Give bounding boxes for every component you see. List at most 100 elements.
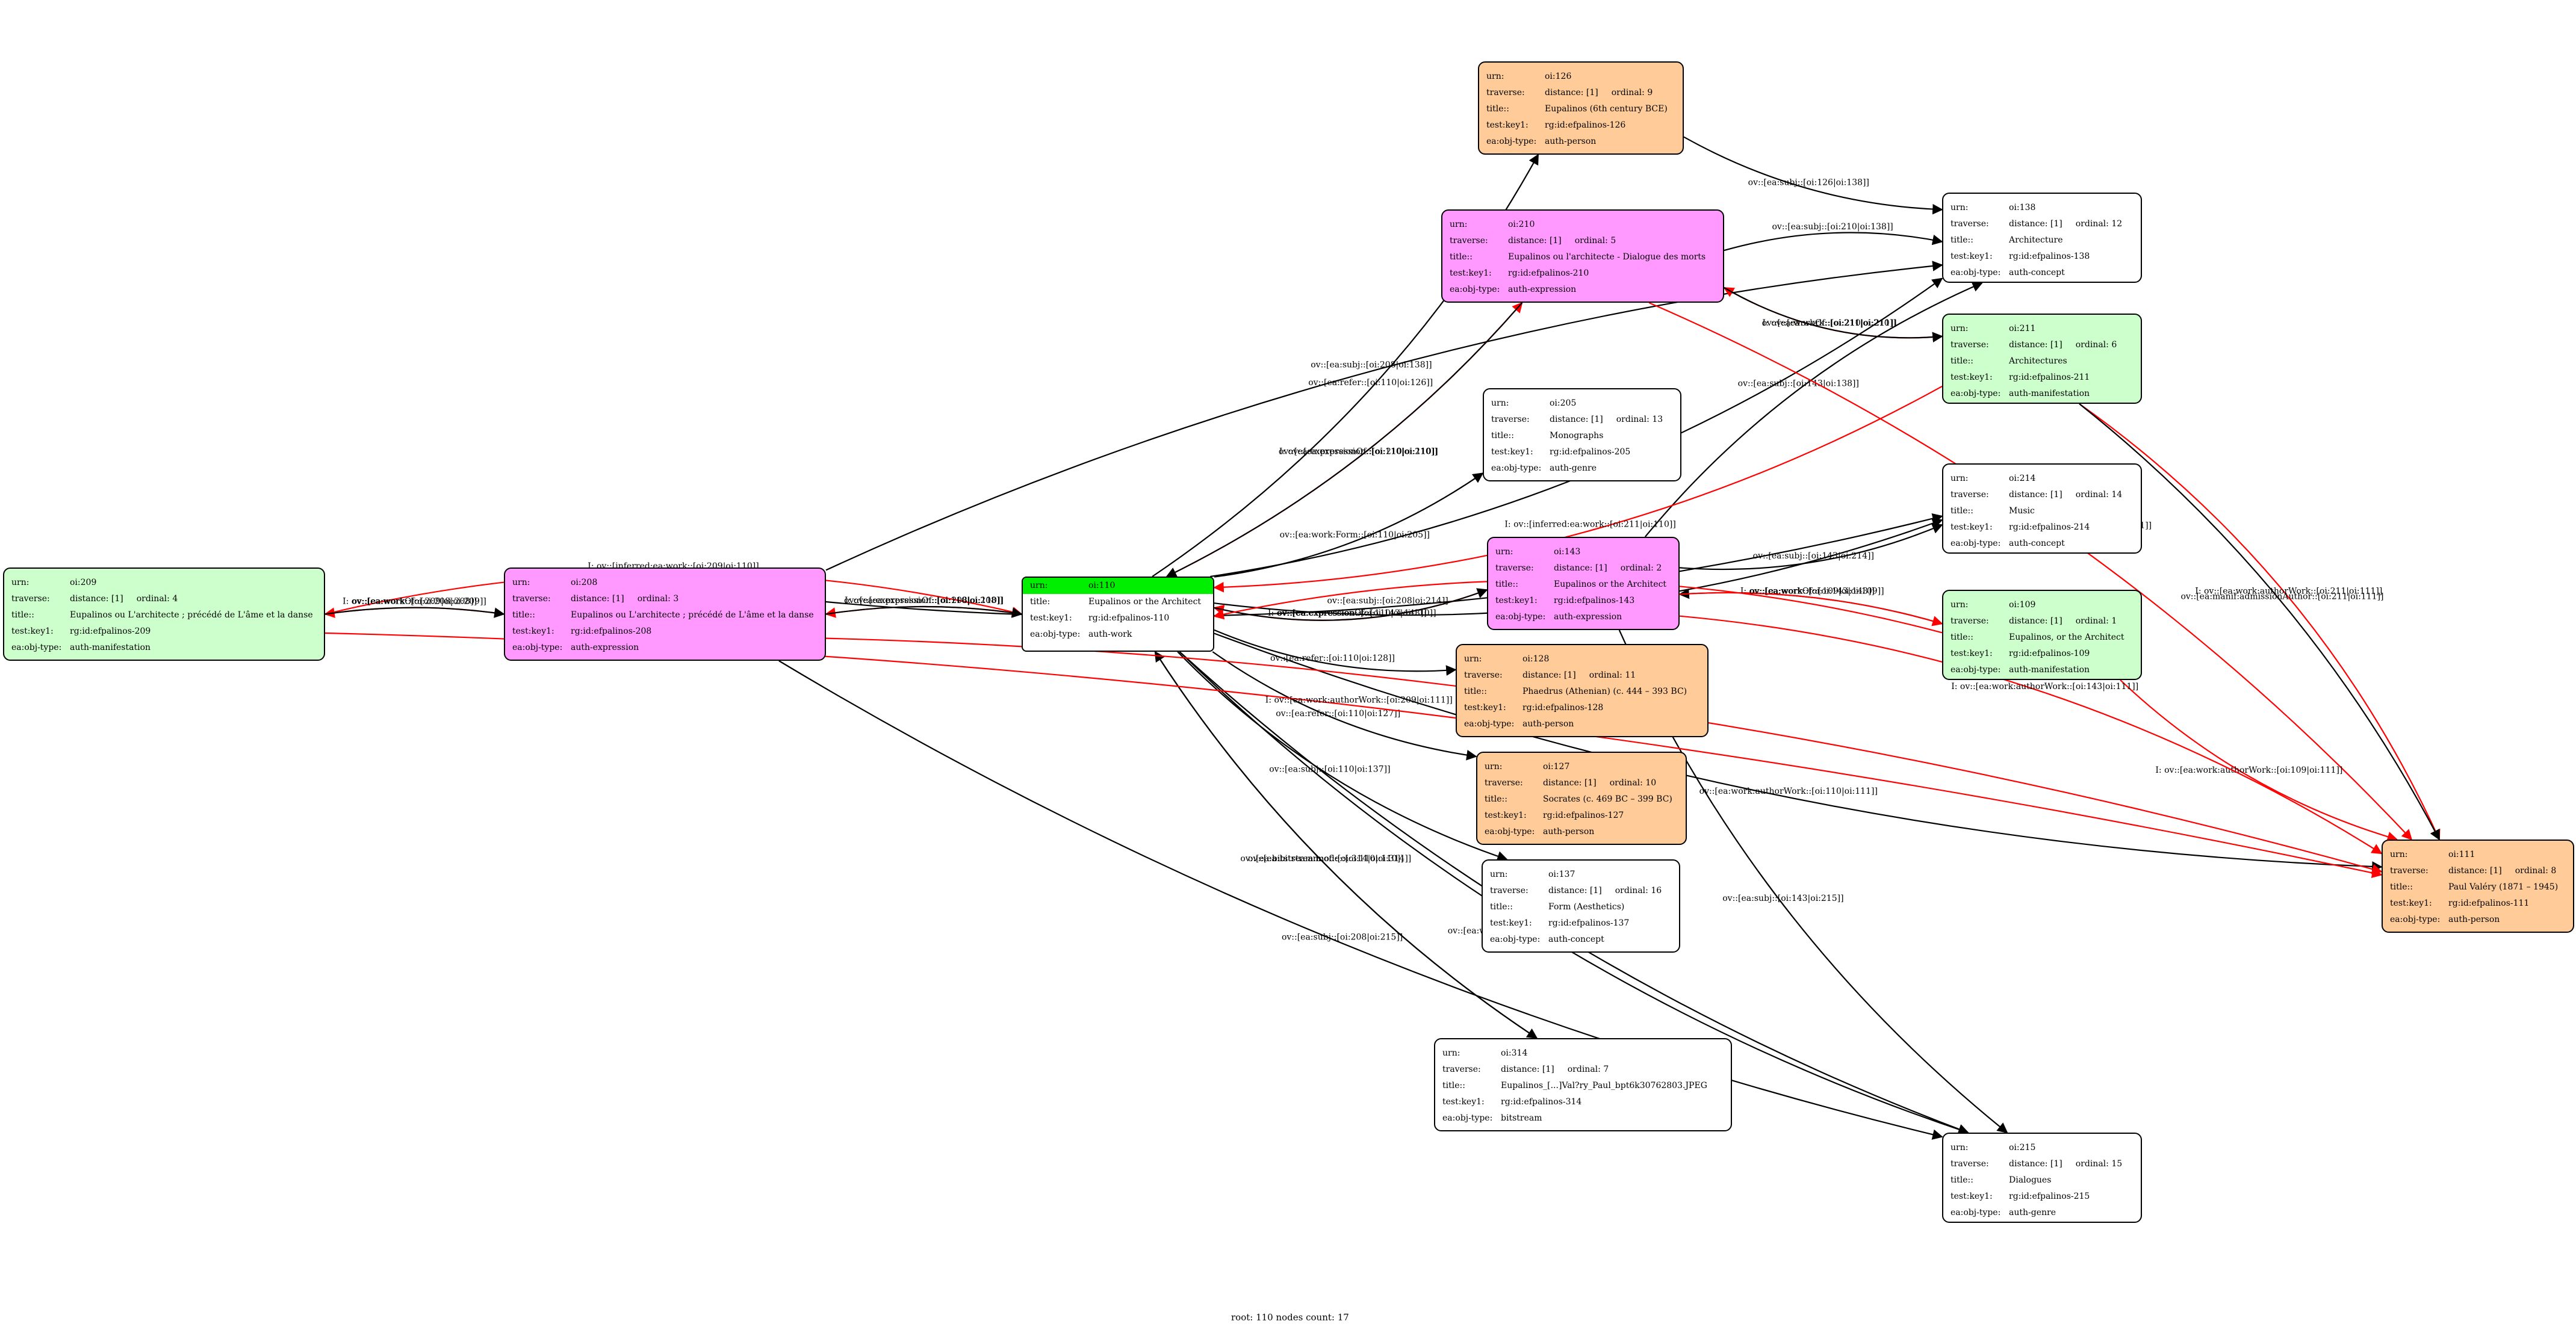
node-ordinal: ordinal: 5 [1574, 236, 1616, 246]
node-ordinal: ordinal: 14 [2075, 490, 2123, 499]
node-key: rg:id:efpalinos-209 [70, 626, 151, 636]
node-type: auth-person [1545, 137, 1597, 146]
edge-label: ov::[ea:work::[oi:109|oi:143]] [1749, 587, 1874, 596]
node-title: Music [2009, 506, 2035, 516]
field-label-key: test:key1: [1951, 252, 1993, 261]
node-urn: oi:128 [1522, 654, 1550, 664]
node-key: rg:id:efpalinos-127 [1543, 811, 1624, 820]
field-label-traverse: traverse: [1450, 236, 1488, 246]
field-label-title: title:: [1951, 632, 1973, 642]
field-label-type: ea:obj-type: [2390, 915, 2441, 924]
field-label-urn: urn: [1450, 220, 1468, 229]
node-urn: oi:137 [1548, 870, 1575, 879]
node-ordinal: ordinal: 16 [1615, 886, 1662, 895]
node-distance: distance: [1] [1522, 670, 1576, 680]
field-label-title: title:: [1491, 431, 1514, 441]
field-label-urn: urn: [11, 578, 29, 587]
node-type: auth-person [2448, 915, 2500, 924]
field-label-urn: urn: [1464, 654, 1482, 664]
field-label-traverse: traverse: [1951, 1159, 1989, 1169]
field-label-urn: urn: [1030, 581, 1048, 590]
node-distance: distance: [1] [1548, 886, 1602, 895]
field-label-type: ea:obj-type: [1951, 1208, 2001, 1217]
edge-label: I: ov::[ea:workOf::[oi:208|oi:209]] [343, 597, 486, 607]
node-title: Eupalinos_[...]Val?ry_Paul_bpt6k30762803… [1501, 1081, 1707, 1090]
field-label-key: test:key1: [1030, 613, 1072, 623]
edge-label: I: ov::[inferred:ea:work::[oi:211|oi:110… [1504, 520, 1675, 530]
node-key: rg:id:efpalinos-208 [571, 626, 652, 636]
node-urn: oi:138 [2009, 203, 2036, 212]
field-label-traverse: traverse: [1951, 340, 1989, 350]
node-urn: oi:111 [2448, 850, 2475, 859]
field-label-traverse: traverse: [1951, 219, 1989, 229]
field-label-title: title: [1030, 597, 1051, 607]
field-label-key: test:key1: [1951, 649, 1993, 658]
field-label-type: ea:obj-type: [1442, 1113, 1493, 1123]
node-urn: oi:215 [2009, 1143, 2036, 1152]
edge-oi110-oi127 [1212, 651, 1477, 761]
node-ordinal: ordinal: 11 [1589, 670, 1636, 680]
field-label-urn: urn: [1495, 547, 1513, 557]
edge-label: ov::[ea:subj::[oi:143|oi:215]] [1722, 894, 1843, 903]
node-type: bitstream [1501, 1113, 1542, 1123]
field-label-title: title:: [512, 610, 535, 620]
node-ordinal: ordinal: 6 [2075, 340, 2117, 350]
node-urn: oi:110 [1088, 581, 1116, 590]
field-label-type: ea:obj-type: [11, 643, 62, 652]
field-label-urn: urn: [512, 578, 530, 587]
edge-label: I: ov::[ea:expression::[oi:110|oi:208]] [845, 596, 1003, 605]
field-label-type: ea:obj-type: [1495, 612, 1546, 622]
field-label-key: test:key1: [1490, 918, 1532, 928]
field-label-title: title:: [1485, 794, 1507, 804]
field-label-title: title:: [1951, 356, 1973, 366]
node-oi128[interactable]: urn: oi:128 traverse: distance: [1] ordinal:… [1456, 644, 1709, 737]
node-title: Form (Aesthetics) [1548, 902, 1625, 912]
field-label-traverse: traverse: [512, 594, 551, 604]
node-ordinal: ordinal: 7 [1567, 1065, 1609, 1074]
node-ordinal: ordinal: 10 [1609, 778, 1657, 788]
node-ordinal: ordinal: 15 [2075, 1159, 2123, 1169]
edge-oi210-oi138 [1724, 232, 1943, 252]
field-label-urn: urn: [1951, 203, 1969, 212]
node-ordinal: ordinal: 8 [2515, 866, 2557, 876]
field-label-key: test:key1: [1491, 447, 1533, 457]
edge-label: ov::[ea:refer::[oi:110|oi:128]] [1270, 654, 1395, 663]
node-key: rg:id:efpalinos-214 [2009, 522, 2090, 532]
field-label-traverse: traverse: [1464, 670, 1503, 680]
node-title: Eupalinos ou l'architecte - Dialogue des… [1508, 252, 1706, 262]
field-label-title: title:: [1490, 902, 1513, 912]
field-label-type: ea:obj-type: [1450, 285, 1500, 294]
edge-oi110-oi128 [1214, 629, 1457, 676]
node-ordinal: ordinal: 1 [2075, 616, 2117, 626]
node-type: auth-concept [2009, 539, 2065, 548]
node-key: rg:id:efpalinos-137 [1548, 918, 1630, 928]
field-label-urn: urn: [1951, 324, 1969, 333]
field-label-type: ea:obj-type: [1951, 389, 2001, 398]
edge-label: ov::[ea:bitstream:of::[oi:314|oi:110]] [1248, 854, 1404, 864]
node-ordinal: ordinal: 3 [637, 594, 679, 604]
field-label-key: test:key1: [1951, 1192, 1993, 1201]
field-label-traverse: traverse: [1491, 415, 1530, 424]
field-label-key: test:key1: [1951, 522, 1993, 532]
node-title: Paul Valéry (1871 – 1945) [2448, 882, 2559, 892]
field-label-key: test:key1: [11, 626, 54, 636]
edge-oi110-oi111 [1214, 632, 2383, 872]
edge-label: ov::[ea:refer::[oi:110|oi:126]] [1308, 378, 1433, 388]
node-urn: oi:205 [1550, 398, 1577, 408]
